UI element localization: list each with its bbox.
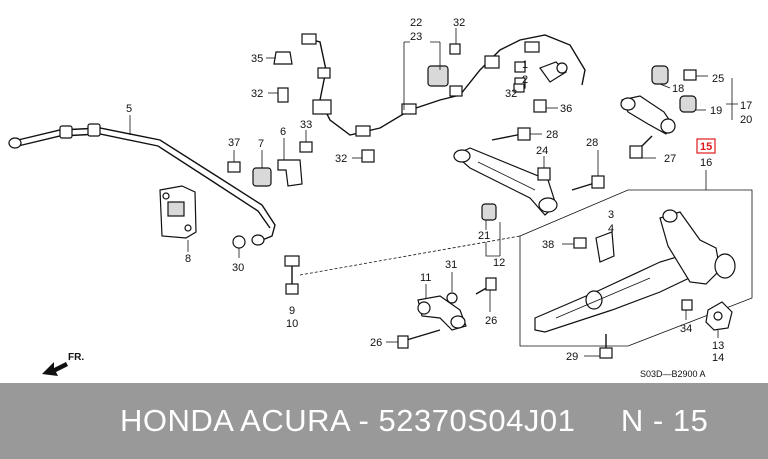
front-direction-arrow: [42, 362, 68, 376]
callout-27: 27: [664, 153, 676, 165]
bolt-32-d[interactable]: [513, 83, 525, 93]
holder-6[interactable]: [277, 159, 303, 187]
callout-30: 30: [232, 262, 244, 274]
bushing-21[interactable]: [481, 203, 497, 221]
bolt-32-c[interactable]: [449, 43, 461, 55]
diagram-code: S03D—B2900 A: [640, 369, 706, 379]
stabilizer-link[interactable]: [284, 255, 300, 295]
callout-14: 14: [712, 352, 724, 364]
nut-37[interactable]: [227, 161, 241, 173]
callout-20: 20: [740, 114, 752, 126]
callout-21: 21: [478, 230, 490, 242]
callout-31: 31: [445, 259, 457, 271]
callout-32: 32: [251, 88, 263, 100]
front-direction-label: FR.: [68, 352, 84, 363]
callout-26: 26: [370, 337, 382, 349]
bolt-29[interactable]: [599, 334, 613, 359]
bolt-38[interactable]: [573, 237, 587, 249]
callout-2: 2: [522, 74, 528, 86]
callout-15-highlight: [696, 138, 716, 154]
callout-33: 33: [300, 119, 312, 131]
footer-part-number: HONDA ACURA - 52370S04J01 N - 15: [120, 403, 709, 438]
callout-6: 6: [280, 126, 286, 138]
bushing-18[interactable]: [651, 65, 669, 85]
callout-16: 16: [700, 157, 712, 169]
callout-22: 22: [410, 17, 422, 29]
callout-26: 26: [485, 315, 497, 327]
parts-diagram: 5 8 35 32 37 7 6 33 32 22 23 32 1 2 32 3…: [8, 17, 753, 379]
lower-arm[interactable]: [620, 95, 676, 135]
callout-10: 10: [286, 318, 298, 330]
nut-24[interactable]: [537, 167, 551, 181]
callout-28: 28: [546, 129, 558, 141]
bolt-32-a[interactable]: [277, 87, 289, 103]
bracket-3-4[interactable]: [595, 231, 615, 263]
stabilizer-bracket[interactable]: [159, 185, 197, 239]
callout-1: 1: [522, 59, 528, 71]
bolt-25[interactable]: [683, 69, 697, 81]
callout-9: 9: [289, 305, 295, 317]
callout-23: 23: [410, 31, 422, 43]
callout-29: 29: [566, 351, 578, 363]
bolt-32-b[interactable]: [361, 149, 375, 163]
bushing-19[interactable]: [679, 95, 697, 113]
callout-32: 32: [335, 153, 347, 165]
bolt-28-a[interactable]: [491, 127, 531, 141]
bolt-26-b[interactable]: [475, 277, 497, 295]
hub-13-14[interactable]: [705, 301, 733, 331]
bolt-27[interactable]: [629, 135, 653, 159]
parts-diagram-svg: 5 8 35 32 37 7 6 33 32 22 23 32 1 2 32 3…: [8, 17, 753, 379]
upper-arm[interactable]: [453, 147, 558, 216]
bushing-7[interactable]: [252, 167, 272, 187]
callout-18: 18: [672, 83, 684, 95]
bolt-26-a[interactable]: [397, 329, 441, 349]
callout-17: 17: [740, 100, 752, 112]
stabilizer-bar[interactable]: [8, 123, 276, 246]
compensator-arm[interactable]: [417, 295, 467, 331]
callout-12: 12: [493, 257, 505, 269]
callout-32: 32: [453, 17, 465, 29]
callout-34: 34: [680, 323, 692, 335]
callout-25: 25: [712, 73, 724, 85]
callout-28: 28: [586, 137, 598, 149]
callout-15: 15: [700, 141, 712, 153]
callout-32: 32: [505, 88, 517, 100]
callout-7: 7: [258, 138, 264, 150]
bolt-28-b[interactable]: [571, 175, 605, 191]
clip-35[interactable]: [273, 51, 293, 65]
callout-24: 24: [536, 145, 548, 157]
callout-13: 13: [712, 340, 724, 352]
callout-36: 36: [560, 103, 572, 115]
callout-5: 5: [126, 103, 132, 115]
callout-11: 11: [420, 272, 431, 284]
callout-3: 3: [608, 209, 614, 221]
bolt-36[interactable]: [533, 99, 547, 113]
brake-hose[interactable]: [301, 33, 586, 137]
callout-37: 37: [228, 137, 240, 149]
nut-34[interactable]: [681, 299, 693, 311]
washer-30[interactable]: [232, 235, 246, 249]
callout-38: 38: [542, 239, 554, 251]
bolt-33[interactable]: [299, 141, 313, 153]
callout-4: 4: [608, 223, 614, 235]
footer-bar: [0, 383, 768, 459]
callout-8: 8: [185, 253, 191, 265]
trailing-arm[interactable]: [534, 209, 736, 333]
callout-19: 19: [710, 105, 722, 117]
washer-31[interactable]: [446, 292, 458, 304]
callout-35: 35: [251, 53, 263, 65]
